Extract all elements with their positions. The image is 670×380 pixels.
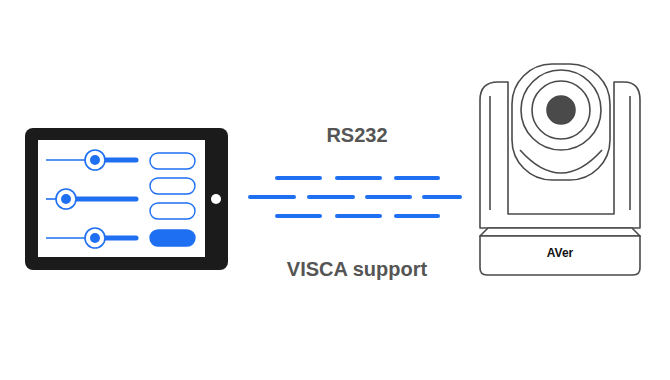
brand-logo: AVer xyxy=(547,246,573,260)
signal-dash xyxy=(277,214,320,218)
screen-button xyxy=(150,153,195,169)
tablet-body xyxy=(25,128,228,270)
base-plate xyxy=(480,228,640,236)
signal-dash xyxy=(424,195,460,199)
interface-label: RS232 xyxy=(326,124,387,147)
yoke-edge xyxy=(489,96,491,210)
tablet-screen xyxy=(38,140,205,257)
lens-outer xyxy=(521,70,601,150)
camera-head-curve xyxy=(520,150,602,173)
screen-button xyxy=(150,178,195,194)
signal-dashes xyxy=(250,178,460,216)
signal-dash xyxy=(367,195,410,199)
slider-knob-dot xyxy=(90,233,100,243)
yoke-edge xyxy=(629,96,631,210)
slider-knob xyxy=(85,228,105,248)
lens-ring xyxy=(532,81,590,139)
slider-knob-dot xyxy=(61,194,71,204)
protocol-label: VISCA support xyxy=(287,258,427,281)
ptz-camera xyxy=(480,64,640,275)
screen-button xyxy=(150,203,195,219)
lens-glass xyxy=(547,96,575,124)
home-button xyxy=(211,194,221,204)
screen-button-active xyxy=(150,230,195,246)
signal-dash xyxy=(250,195,294,199)
slider-knob-dot xyxy=(90,155,100,165)
signal-dash xyxy=(337,176,380,180)
signal-dash xyxy=(277,176,320,180)
signal-dash xyxy=(337,214,380,218)
slider-knob xyxy=(56,189,76,209)
signal-dash xyxy=(396,176,438,180)
signal-dash xyxy=(396,214,438,218)
signal-dash xyxy=(309,195,353,199)
camera-head xyxy=(512,64,610,180)
camera-base xyxy=(480,236,640,275)
tablet-illustration xyxy=(25,128,228,270)
slider-knob xyxy=(85,150,105,170)
